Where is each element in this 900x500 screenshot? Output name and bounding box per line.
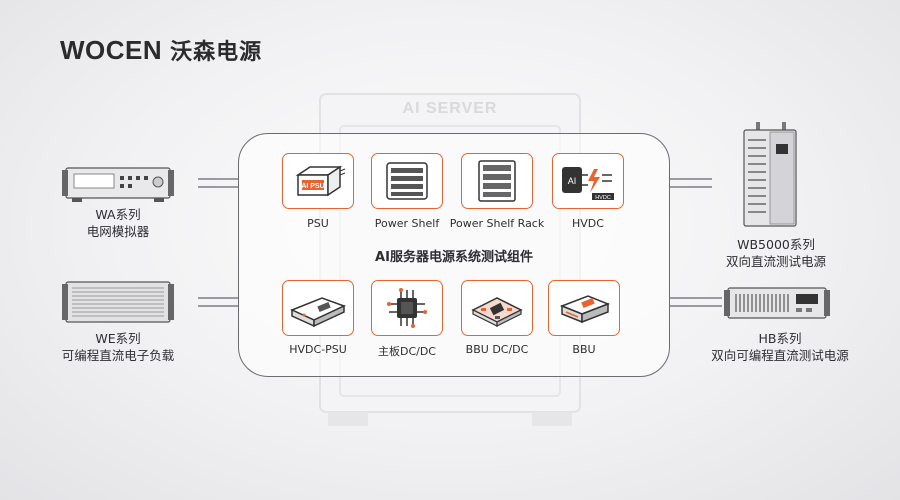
we-series-name: WE系列 (95, 331, 141, 346)
component-label-bbu-dcdc: BBU DC/DC (465, 343, 529, 356)
component-card-hvdc[interactable]: AI HVDC (552, 153, 624, 209)
hb-series-label: HB系列 双向可编程直流测试电源 (690, 330, 870, 364)
bbu-icon (559, 295, 611, 324)
hvdc-icon: AI HVDC (562, 167, 614, 201)
logo-text-en: WOCEN (60, 34, 163, 65)
component-card-bbu[interactable] (548, 280, 620, 336)
brand-logo: WOCEN 沃森电源 (60, 34, 262, 66)
connector-wb-2 (670, 186, 712, 188)
component-card-mainboard-dcdc[interactable] (371, 280, 443, 336)
connector-we (198, 297, 238, 299)
hb-series-name: HB系列 (758, 331, 802, 346)
mainboard-dcdc-icon (387, 288, 427, 328)
wb5000-series-device (738, 120, 802, 234)
hvdc-psu-icon (290, 297, 346, 328)
bbu-dcdc-icon (471, 297, 523, 327)
component-card-psu[interactable]: AI PSU (282, 153, 354, 209)
component-label-power-shelf-rack: Power Shelf Rack (449, 217, 545, 230)
component-card-hvdc-psu[interactable] (282, 280, 354, 336)
power-shelf-rack-icon (478, 160, 516, 202)
wa-series-desc: 电网模拟器 (86, 224, 150, 239)
component-label-bbu: BBU (572, 343, 596, 356)
wa-series-label: WA系列 电网模拟器 (58, 206, 178, 240)
wb5000-series-desc: 双向直流测试电源 (725, 254, 826, 269)
power-shelf-icon (386, 162, 428, 200)
wb5000-series-label: WB5000系列 双向直流测试电源 (706, 236, 846, 270)
component-label-mainboard-dcdc: 主板DC/DC (377, 345, 436, 358)
connector-hb (670, 297, 722, 299)
component-card-bbu-dcdc[interactable] (461, 280, 533, 336)
we-series-label: WE系列 可编程直流电子负载 (38, 330, 198, 364)
hvdc-badge-text: HVDC (595, 195, 611, 201)
logo-text-cn: 沃森电源 (170, 40, 263, 65)
hb-series-device (724, 286, 830, 326)
bidirectional-dc-cabinet-icon (743, 122, 797, 227)
component-label-power-shelf: Power Shelf (374, 217, 440, 230)
hb-series-desc: 双向可编程直流测试电源 (711, 348, 849, 363)
connector-hb-2 (670, 305, 722, 307)
connector-wa (198, 178, 238, 180)
component-label-psu: PSU (307, 217, 329, 230)
grid-simulator-icon (62, 167, 174, 202)
hvdc-chip-text: AI (568, 176, 577, 186)
we-series-device (62, 280, 174, 330)
component-card-power-shelf[interactable] (371, 153, 443, 209)
psu-icon-text: AI PSU (301, 183, 324, 190)
psu-icon: AI PSU (295, 165, 346, 197)
component-card-power-shelf-rack[interactable] (461, 153, 533, 209)
connector-wa-2 (198, 186, 238, 188)
panel-title: AI服务器电源系统测试组件 (375, 250, 533, 265)
component-label-hvdc-psu: HVDC-PSU (289, 343, 347, 356)
connector-we-2 (198, 305, 238, 307)
connector-wb (670, 178, 712, 180)
dc-load-icon (62, 281, 174, 323)
wa-series-device (62, 164, 174, 208)
wb5000-series-name: WB5000系列 (737, 237, 815, 252)
wa-series-name: WA系列 (95, 207, 141, 222)
bidirectional-programmable-dc-icon (724, 287, 830, 319)
we-series-desc: 可编程直流电子负载 (61, 348, 175, 363)
component-label-hvdc: HVDC (572, 217, 604, 230)
server-title: AI SERVER (402, 100, 498, 117)
